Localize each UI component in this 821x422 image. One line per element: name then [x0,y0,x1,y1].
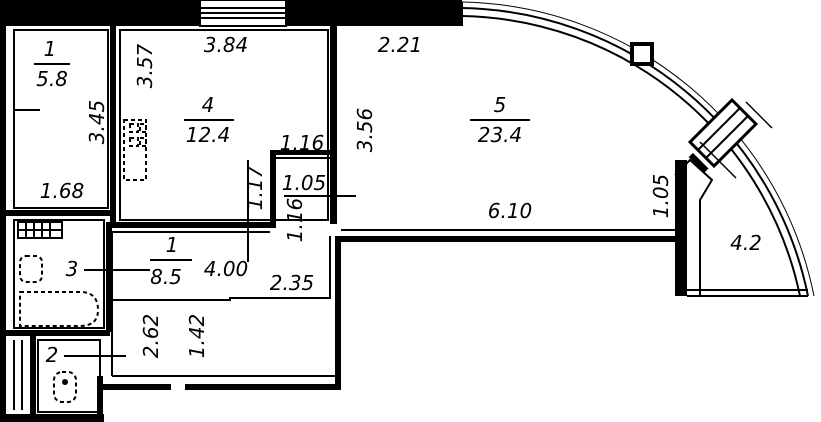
walls [0,0,687,422]
callout-3: 3 [66,257,79,281]
dim-2-21: 2.21 [378,33,423,57]
top-window [199,0,287,27]
room-4-area: 12.4 [186,123,231,147]
room-5-area: 23.4 [478,123,523,147]
balcony-door [687,97,773,179]
dim-1-05-inner: 1.05 [282,171,327,195]
balcony [461,1,815,297]
partitions [13,29,675,413]
vent-grate-icon [17,221,63,239]
hall-area: 8.5 [150,265,182,289]
bathtub-icon [19,291,100,327]
dim-1-68: 1.68 [40,179,85,203]
dim-4-00: 4.00 [204,257,249,281]
stove-icon [123,119,147,181]
dim-2-35: 2.35 [270,271,315,295]
balcony-area: 4.2 [730,231,762,255]
dim-1-16-top: 1.16 [280,131,325,155]
fixtures [17,42,654,403]
room-5-number: 5 [494,93,507,117]
ventilation-shaft [630,42,654,66]
room-4-number: 4 [202,93,215,117]
room-labels: 1 5.8 4 12.4 5 23.4 1 8.5 4.2 3 2 [14,37,762,367]
dim-3-45: 3.45 [85,100,109,145]
dim-3-56: 3.56 [353,108,377,153]
toilet-icon [53,371,77,403]
callout-2: 2 [46,343,59,367]
dim-3-57: 3.57 [133,43,157,88]
dim-3-84: 3.84 [204,33,249,57]
hall-number: 1 [166,233,179,257]
dim-1-05-balcony: 1.05 [649,174,673,219]
dim-2-62: 2.62 [139,314,163,359]
room-1-number: 1 [44,37,57,61]
dim-1-17: 1.17 [243,165,267,210]
dim-1-42: 1.42 [185,314,209,359]
washbasin-icon [19,255,43,283]
room-1-area: 5.8 [36,67,68,91]
dimension-labels: 3.84 2.21 3.57 3.45 1.68 3.56 1.16 1.17 … [40,33,673,358]
dim-6-10: 6.10 [488,199,533,223]
dim-1-16-side: 1.16 [283,198,307,243]
